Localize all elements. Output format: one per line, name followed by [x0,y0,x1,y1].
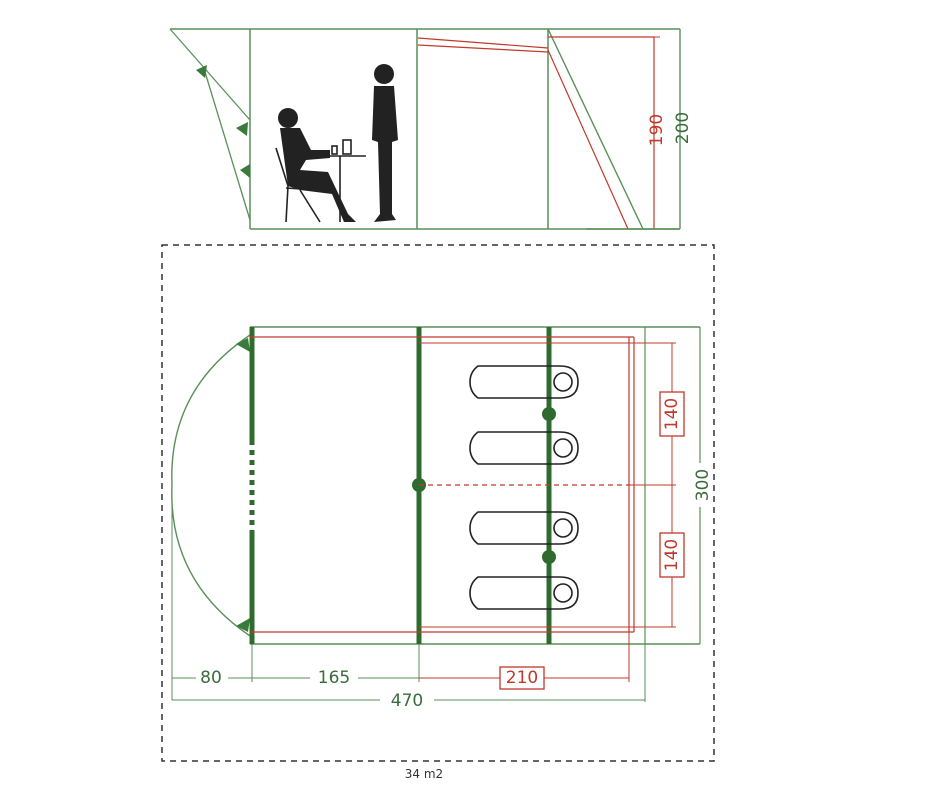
bedroom-width-top-label: 140 [662,398,682,430]
floor-area-caption: 34 m2 [405,767,443,781]
sleeping-bag-icon [469,576,579,610]
pole-joint [542,407,556,421]
porch-canopy [171,334,251,637]
table-icon [322,139,366,222]
bedroom-length-label: 210 [506,668,538,688]
chair-icon [275,147,321,223]
sleeping-bag-icon [469,431,579,465]
inner-height-label: 190 [647,114,667,146]
outer-height-label: 200 [673,112,693,144]
total-width-label: 300 [693,469,713,501]
standing-person-icon [372,64,398,222]
sleeping-bag-icon [469,365,579,399]
total-length-label: 470 [391,691,423,711]
floor-plan: 140 140 300 80 165 210 470 [161,244,715,762]
porch-length-label: 80 [200,668,222,688]
living-length-label: 165 [318,668,350,688]
footprint-outline [161,244,715,762]
bedroom-width-bottom-label: 140 [662,539,682,571]
seated-person-icon [278,108,356,222]
pole-joint [542,550,556,564]
side-view: 190 200 [169,28,693,230]
sleeping-bag-icon [469,511,579,545]
